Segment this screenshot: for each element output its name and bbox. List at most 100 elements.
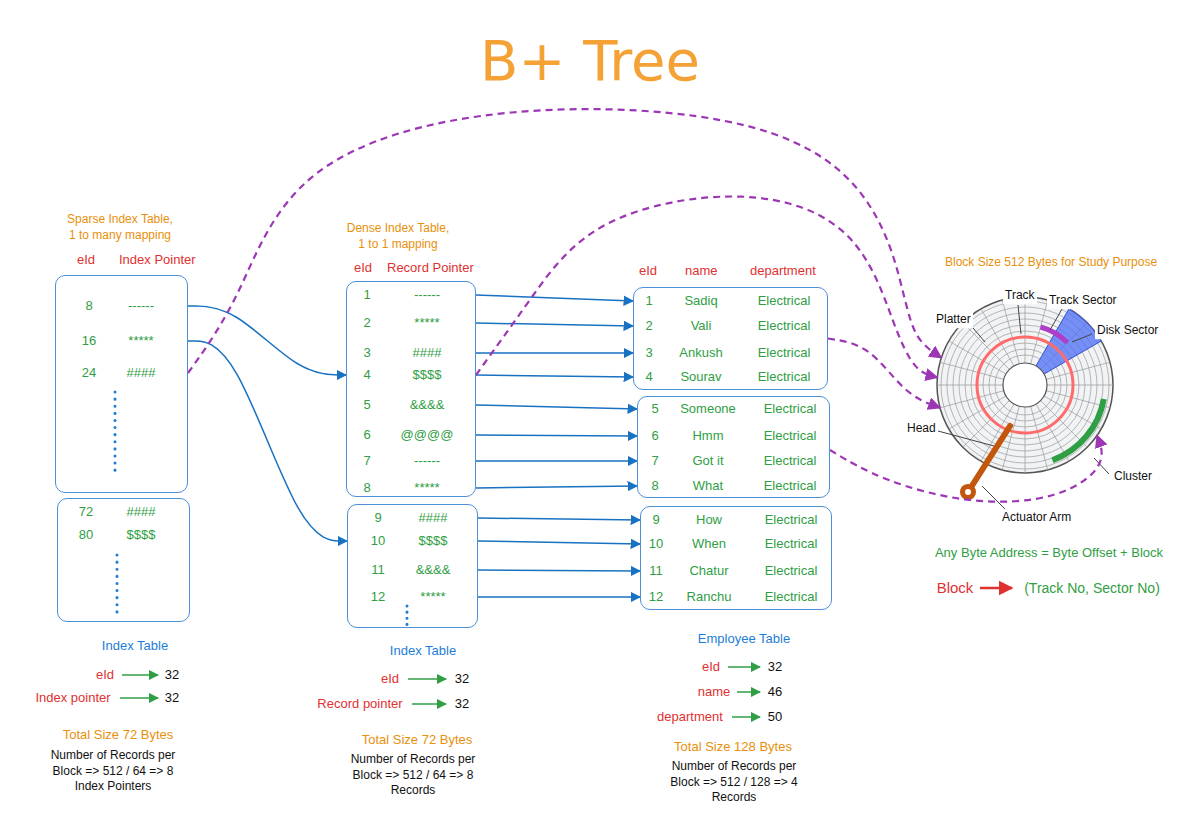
cluster (1052, 399, 1103, 460)
spindle-hole (1003, 363, 1047, 407)
table-cell: Electrical (765, 563, 818, 579)
table-cell: @@@@ (401, 427, 454, 443)
table-cell: Vali (691, 318, 712, 334)
size-arrow (737, 691, 760, 693)
table-cell: ***** (420, 589, 445, 605)
table-cell: 1 (645, 293, 652, 309)
table-cell: ------ (414, 287, 440, 303)
maps-to-arrow (980, 587, 1012, 590)
table-cell: 80 (79, 527, 93, 543)
text-label: Track (1003, 288, 1037, 304)
table-cell: 11 (371, 562, 385, 578)
continuation-dots (114, 392, 117, 475)
text-label: Platter (934, 312, 973, 328)
table-cell: ------ (128, 298, 154, 314)
table-block: 9HowElectrical10WhenElectrical11ChaturEl… (640, 506, 832, 610)
text-label: 50 (766, 709, 784, 726)
leader-line (1050, 309, 1062, 330)
table-cell: Ranchu (687, 589, 732, 605)
table-cell: Ankush (679, 345, 722, 361)
pointer-arrow (476, 375, 633, 377)
table-block: 1SadiqElectrical2ValiElectrical3AnkushEl… (633, 287, 828, 390)
pointer-arrow (478, 518, 640, 520)
table-cell: 7 (363, 453, 370, 469)
pointer-arrow (476, 460, 637, 462)
leader-line (1072, 334, 1092, 342)
table-cell: $$$$ (413, 367, 442, 383)
size-arrow (728, 666, 760, 668)
text-label: Number of Records per Block => 512 / 64 … (341, 752, 485, 799)
table-block: 1------2*****3####4$$$$5&&&&6@@@@7------… (346, 281, 476, 497)
text-label: eId (637, 263, 659, 280)
text-label: Number of Records per Block => 512 / 64 … (41, 748, 185, 795)
text-label: Any Byte Address = Byte Offset + Block (933, 545, 1165, 562)
table-cell: 5 (651, 401, 658, 417)
text-label: 32 (766, 659, 784, 676)
table-cell: Electrical (758, 318, 811, 334)
text-label: Index Pointer (117, 252, 198, 269)
text-label: Sparse Index Table, 1 to many mapping (62, 212, 178, 243)
text-label: Number of Records per Block => 512 / 128… (662, 759, 806, 806)
table-cell: Someone (680, 401, 736, 417)
table-cell: #### (127, 365, 156, 381)
table-cell: 10 (371, 533, 385, 549)
text-label: Disk Sector (1095, 323, 1160, 339)
text-label: 32 (163, 690, 181, 707)
table-cell: 8 (363, 480, 370, 496)
table-cell: 9 (652, 512, 659, 528)
pointer-arrow (476, 295, 633, 301)
sector-line (1031, 406, 1048, 470)
text-label: Dense Index Table, 1 to 1 mapping (343, 221, 453, 252)
table-cell: Chatur (689, 563, 728, 579)
size-arrow (120, 697, 158, 699)
table-cell: 2 (645, 318, 652, 334)
table-cell: Electrical (758, 293, 811, 309)
text-label: Total Size 72 Bytes (61, 727, 176, 744)
table-block: 9####10$$$$11&&&&12***** (347, 504, 478, 628)
disk-block-link (188, 109, 941, 373)
sector-line (937, 385, 1003, 386)
sector-line (940, 362, 1004, 379)
table-cell: Got it (692, 453, 723, 469)
pointer-arrow (476, 435, 637, 436)
continuation-dots (116, 555, 119, 612)
table-cell: &&&& (416, 562, 451, 578)
text-label: Index Table (388, 643, 458, 660)
table-cell: 7 (651, 453, 658, 469)
disk-block-link (828, 339, 940, 408)
leader-line (938, 431, 994, 446)
table-cell: 8 (651, 478, 658, 494)
text-label: Record pointer (315, 696, 404, 713)
text-label: Total Size 128 Bytes (672, 739, 794, 756)
pointer-arrow (478, 541, 640, 544)
pointer-arrow (478, 596, 640, 598)
table-cell: 24 (82, 365, 96, 381)
table-cell: Sourav (680, 369, 721, 385)
text-label: eId (94, 667, 116, 684)
track (977, 337, 1073, 433)
actuator-arm (968, 426, 1010, 492)
table-cell: 1 (363, 287, 370, 303)
table-cell: 2 (363, 315, 370, 331)
text-label: department (748, 263, 818, 280)
size-arrow (408, 678, 446, 680)
disk-heading: Block Size 512 Bytes for Study Purpose (945, 255, 1157, 269)
text-label: name (683, 263, 720, 280)
continuation-dots (406, 606, 409, 626)
table-cell: Hmm (692, 428, 723, 444)
table-cell: Electrical (765, 589, 818, 605)
table-cell: 4 (645, 369, 652, 385)
sector-line (1025, 407, 1026, 473)
sector-line (1025, 297, 1026, 363)
text-label: eId (352, 260, 374, 277)
table-cell: ***** (414, 315, 439, 331)
text-label: 46 (766, 684, 784, 701)
table-cell: &&&& (410, 397, 445, 413)
table-cell: Electrical (758, 345, 811, 361)
pointer-arrow (188, 341, 347, 541)
table-block: 8------16*****24#### (55, 275, 188, 493)
text-label: (Track No, Sector No) (1022, 579, 1162, 597)
disk-block-link (830, 435, 1102, 501)
text-label: Employee Table (696, 631, 792, 648)
